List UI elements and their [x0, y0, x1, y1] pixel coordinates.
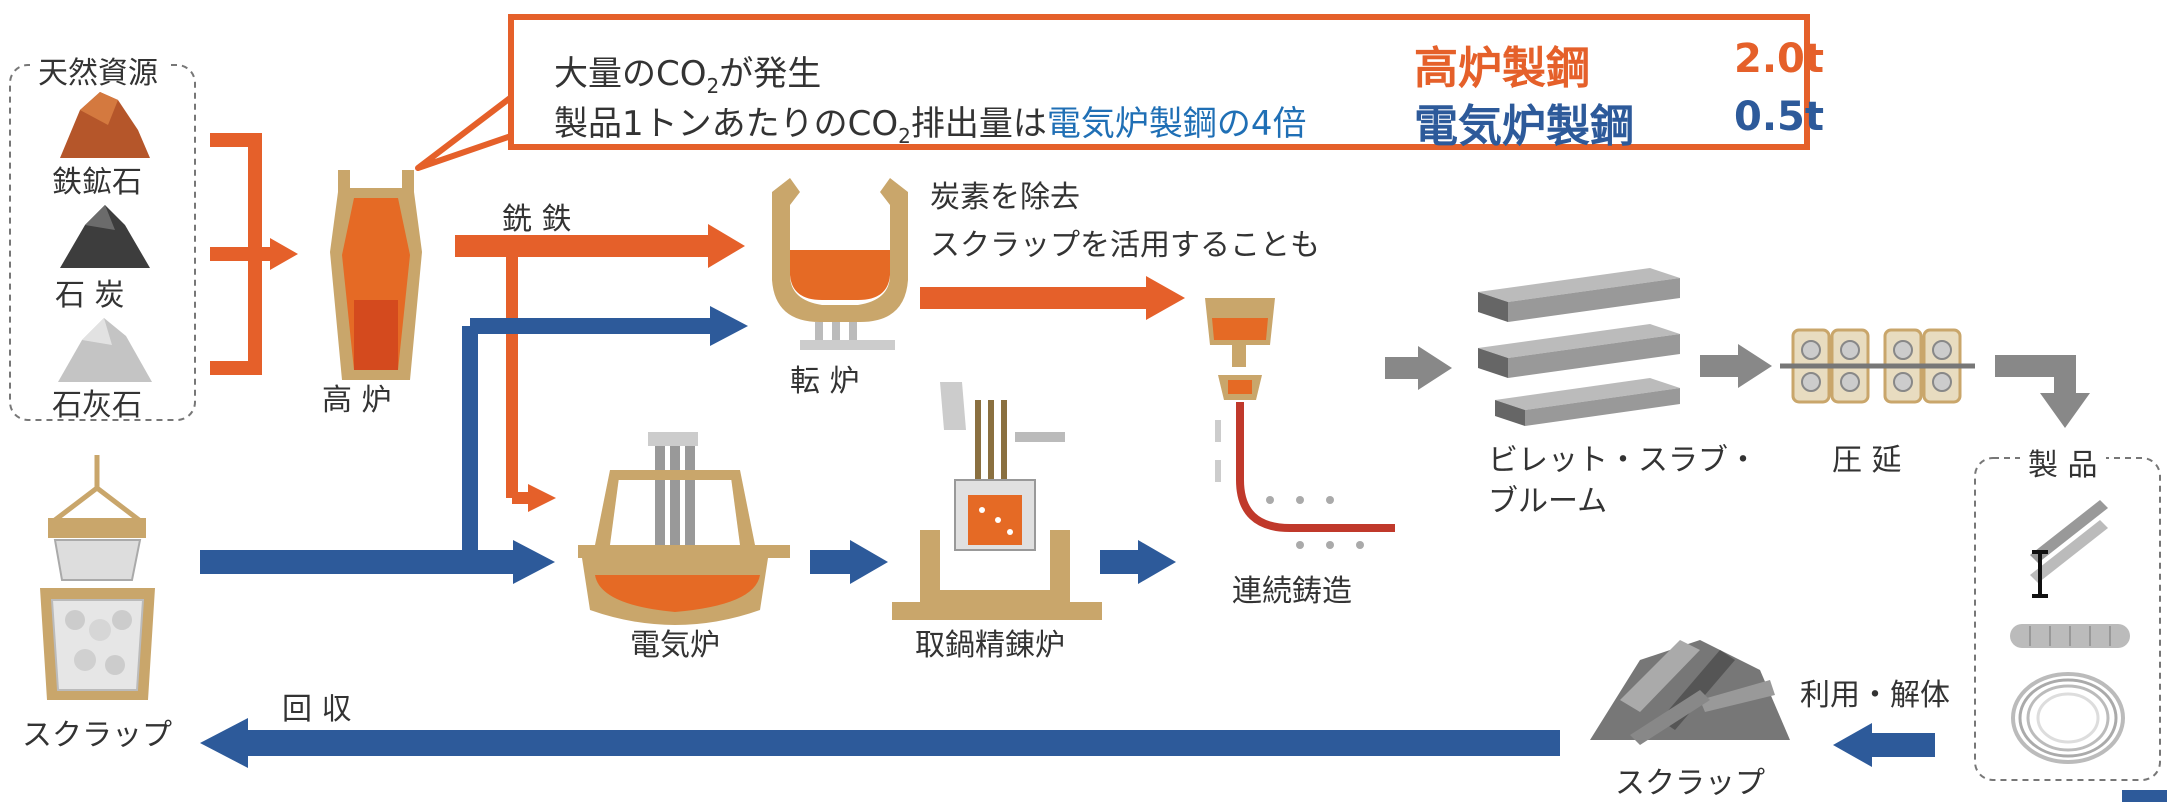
arrow-casting-to-billet [1418, 346, 1452, 390]
steel-bar-icon [2010, 624, 2130, 648]
converter-label: 転 炉 [790, 364, 860, 399]
scrap-pile-label: スクラップ [1615, 766, 1765, 801]
blast-furnace-label: 高 炉 [322, 383, 392, 418]
arrow-products-to-scrap [1833, 723, 1872, 767]
carbon-removal-label: 炭素を除去 [930, 180, 1080, 215]
continuous-casting-label: 連続鋳造 [1232, 574, 1352, 609]
ladle-furnace-label: 取鍋精錬炉 [915, 628, 1065, 663]
co2-comparison-line: 製品1トンあたりのCO2排出量は電気炉製鋼の4倍 [554, 104, 1307, 148]
recovery-label: 回 収 [282, 692, 352, 727]
ladle-furnace-icon [892, 382, 1102, 620]
natural-resources-group [9, 64, 196, 421]
blast-furnace-route-label: 高炉製鋼 [1414, 43, 1590, 94]
blast-furnace-icon [330, 170, 422, 380]
co2-callout: 大量のCO2が発生 製品1トンあたりのCO2排出量は電気炉製鋼の4倍 高炉製鋼 … [508, 14, 1824, 152]
arrow-scrap-recovery [200, 718, 248, 768]
electric-furnace-icon [578, 432, 790, 625]
arrow-to-blast-furnace [270, 238, 298, 270]
arrow-pig-iron-to-electric [528, 484, 556, 512]
arrow-ladle-to-casting [1138, 540, 1176, 584]
electric-furnace-route-value: 0.5t [1734, 94, 1824, 140]
natural-resources-title: 天然資源 [30, 48, 166, 92]
arrow-converter-to-casting [1146, 276, 1185, 320]
corner-mark [2122, 790, 2167, 802]
iron-ore-label: 鉄鉱石 [52, 165, 142, 200]
continuous-casting-icon [1205, 298, 1395, 549]
arrow-rolling-to-products [2040, 393, 2090, 428]
electric-furnace-route-label: 電気炉製鋼 [1414, 101, 1634, 152]
scrap-bucket-icon [40, 455, 155, 700]
billet-label: ビレット・スラブ・ [1488, 443, 1758, 478]
converter-icon [772, 178, 908, 350]
co2-emission-line: 大量のCO2が発生 [554, 54, 822, 98]
pig-iron-label: 銑 鉄 [502, 202, 572, 237]
h-beam-icon [2030, 500, 2108, 598]
arrow-scrap-to-converter [710, 306, 748, 346]
arrow-pig-iron-to-converter [708, 224, 745, 268]
scrap-bucket-label: スクラップ [22, 718, 172, 753]
limestone-pile [58, 318, 152, 382]
scrap-use-label: スクラップを活用することも [930, 228, 1320, 263]
products-group [1974, 457, 2161, 781]
arrow-billet-to-rolling [1738, 344, 1772, 388]
wire-coil-icon [2011, 672, 2125, 764]
coal-label: 石 炭 [55, 278, 125, 313]
products-title: 製 品 [2020, 440, 2106, 484]
blast-furnace-route-value: 2.0t [1734, 36, 1824, 82]
rolling-label: 圧 延 [1832, 443, 1902, 478]
arrow-scrap-to-electric [513, 540, 555, 584]
limestone-label: 石灰石 [52, 388, 142, 423]
electric-furnace-label: 電気炉 [630, 628, 720, 663]
arrow-electric-to-ladle [850, 540, 888, 584]
rolling-mill-icon [1780, 328, 1975, 404]
scrap-pile-icon [1590, 640, 1790, 745]
callout-pointer [415, 92, 517, 171]
bloom-label: ブルーム [1488, 484, 1608, 519]
billet-slab-bloom-icon [1478, 268, 1680, 426]
use-dismantle-label: 利用・解体 [1800, 678, 1950, 713]
coal-pile [60, 205, 150, 268]
